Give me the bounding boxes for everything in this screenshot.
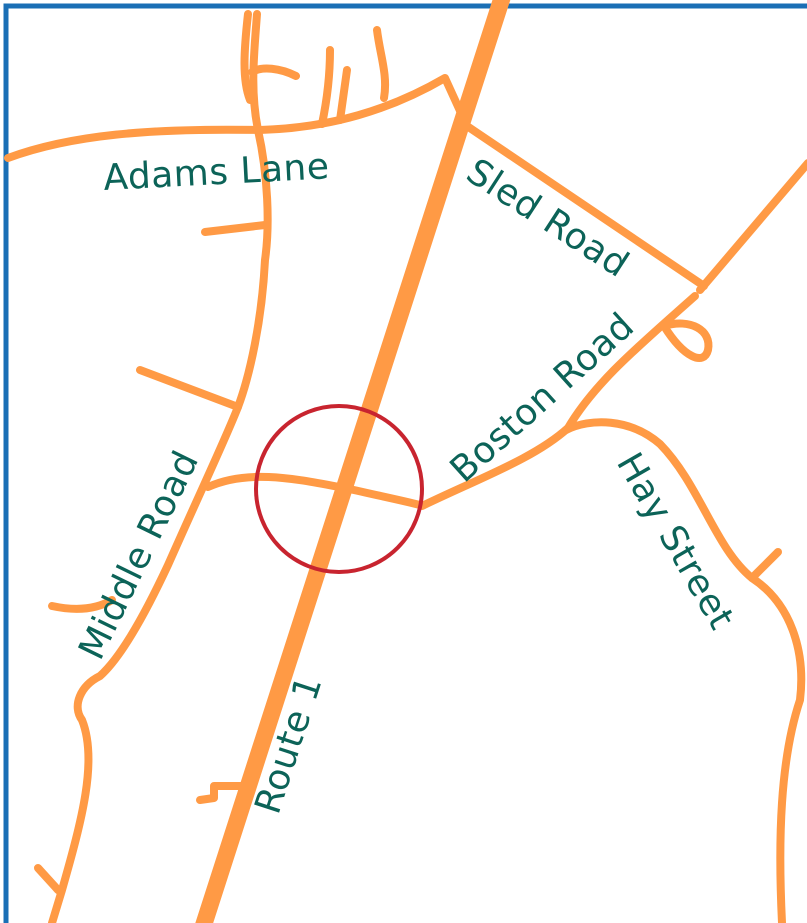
boston-road-label: Boston Road [443,305,643,491]
crossroad-road [204,472,424,509]
road-stub-left-1 [201,221,269,236]
road-stub-route1 [196,782,246,804]
road-stub-top-2 [336,66,351,124]
road-stub-hay [748,548,782,582]
road-stub-top-1 [318,46,334,128]
middle-road-label: Middle Road [71,445,207,666]
adams-lane-label: Adams Lane [102,146,330,199]
map-border [3,3,807,923]
road-stub-top-3 [373,26,390,102]
loop-road [660,319,713,362]
adams-lane-road [4,74,470,162]
road-stub-left-3 [48,596,116,613]
route-1-road [195,0,511,923]
hay-street-road [562,418,806,923]
middle-road-road [48,10,272,923]
road-stub-left-2 [136,366,242,411]
road-stub-bottom-left [34,864,62,894]
main-roads [4,10,807,923]
sled-road-road [460,120,708,290]
northeast-road [696,159,807,294]
intersection-marker-circle [254,404,424,574]
